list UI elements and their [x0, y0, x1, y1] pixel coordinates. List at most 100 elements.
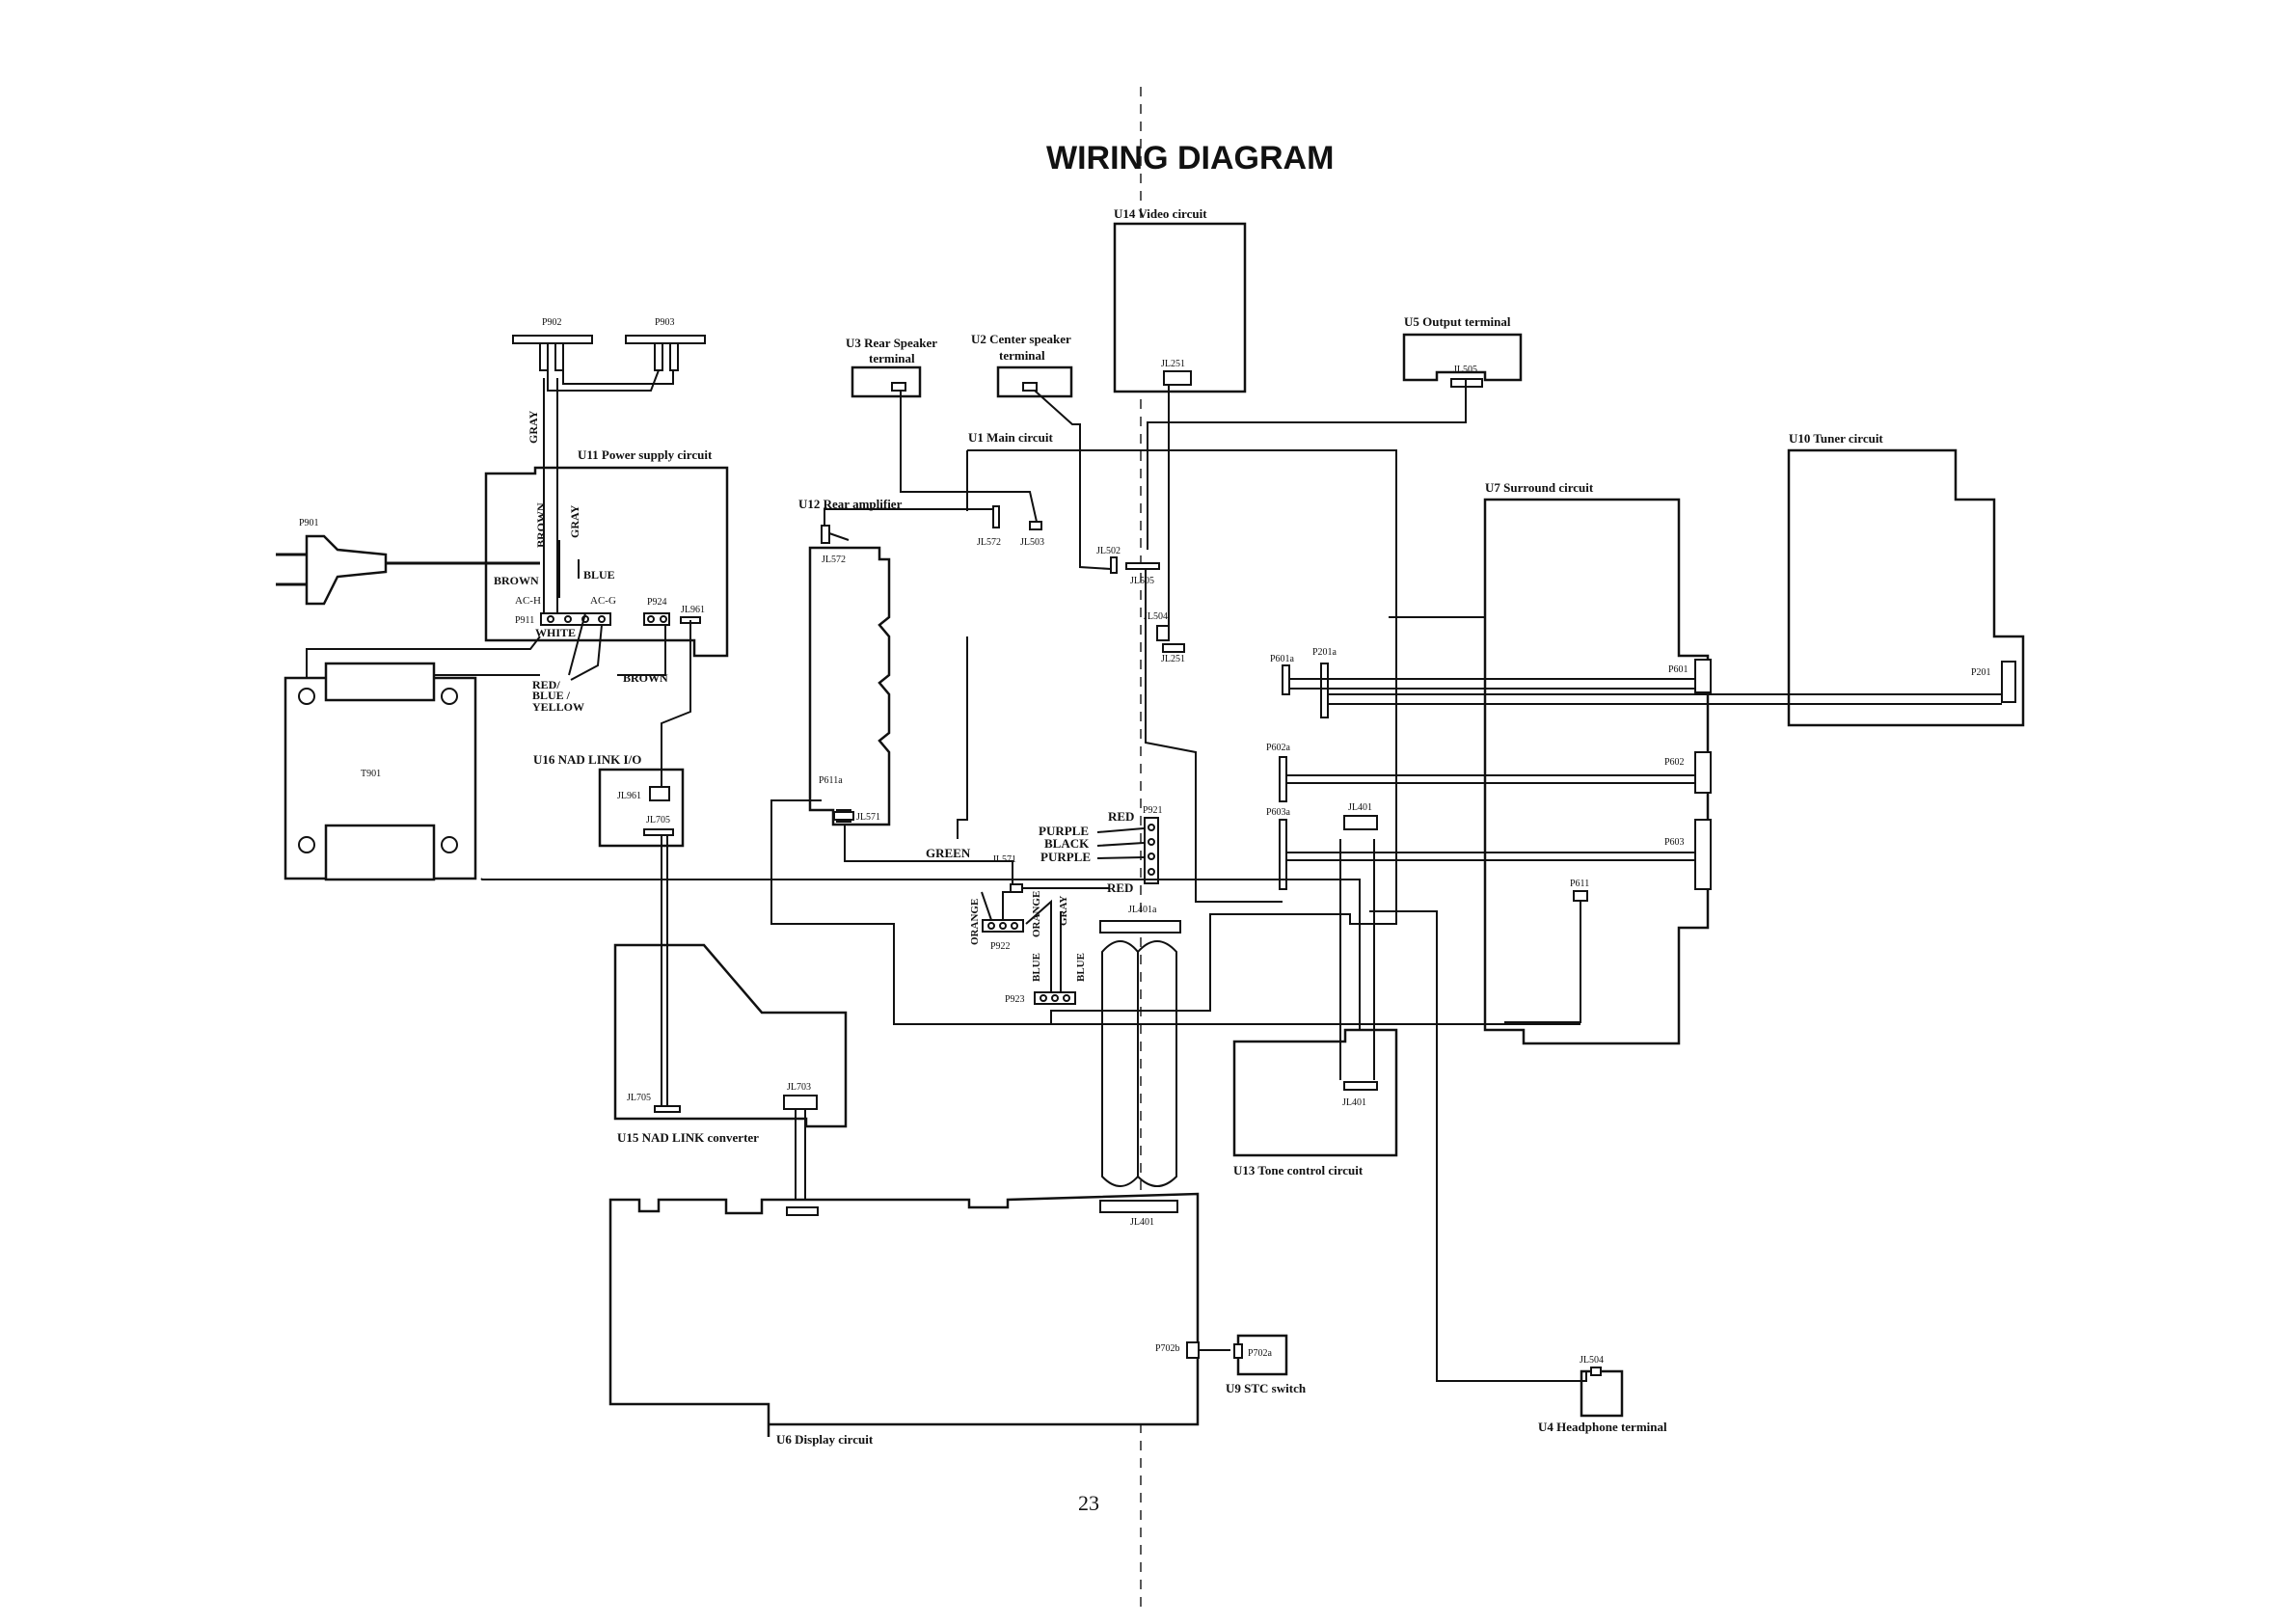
p603-connector — [1694, 819, 1712, 890]
p903-label: P903 — [655, 317, 675, 328]
p702b-connector — [1186, 1341, 1200, 1359]
jl505-label: JL505 — [1453, 365, 1477, 375]
wire-red-blue-yellow-3: YELLOW — [532, 700, 584, 714]
wire-brown-3: BROWN — [623, 671, 668, 685]
p611-connector — [1573, 890, 1588, 902]
p601-connector — [1694, 659, 1712, 693]
u5-label: U5 Output terminal — [1404, 314, 1511, 329]
wire-brown-2: BROWN — [494, 574, 539, 587]
wire-red-blue-yellow-2: BLUE / — [532, 689, 571, 702]
p903-connector: P903 — [625, 317, 706, 371]
page-number: 23 — [1078, 1491, 1099, 1515]
wire-blue-1: BLUE — [583, 568, 615, 582]
u13-tone-control-circuit: U13 Tone control circuit JL401 JL401 — [1232, 802, 1398, 1177]
p922-label: P922 — [990, 941, 1011, 952]
u13-label: U13 Tone control circuit — [1233, 1163, 1364, 1177]
p923-label: P923 — [1005, 994, 1025, 1005]
u3-label-line2: terminal — [869, 351, 915, 365]
u7-label: U7 Surround circuit — [1485, 480, 1594, 495]
u10-tuner-circuit: U10 Tuner circuit P201 — [1787, 431, 2025, 727]
wire-green: GREEN — [926, 846, 971, 860]
jl572-connector — [992, 505, 1000, 528]
jl961-label: JL961 — [681, 605, 705, 615]
p901-label: P901 — [299, 518, 319, 528]
jl503-label: JL503 — [1020, 537, 1044, 548]
wire-acg: AC-G — [590, 595, 616, 607]
p602a-label: P602a — [1266, 743, 1291, 753]
jl961b-connector — [649, 786, 670, 801]
jl703-connector — [783, 1095, 818, 1110]
jl504b-label: JL504 — [1580, 1355, 1604, 1366]
p602-label: P602 — [1664, 757, 1685, 768]
u16-label: U16 NAD LINK I/O — [533, 752, 641, 767]
jl572-label: JL572 — [977, 537, 1001, 548]
u12-label: U12 Rear amplifier — [798, 497, 903, 511]
u5-output-terminal: U5 Output terminal JL505 — [1402, 314, 1523, 388]
u6-display-circuit: U6 Display circuit P702b — [608, 1192, 1230, 1447]
jl401-label: JL401 — [1130, 1217, 1154, 1228]
p911-label: P911 — [515, 615, 534, 626]
jl504-label: JL504 — [1144, 611, 1168, 622]
jl505b-label: JL505 — [1130, 576, 1154, 586]
u14-video-circuit: U14 Video circuit JL251 — [1113, 206, 1247, 393]
jl251-mid-label: JL251 — [1161, 654, 1185, 664]
u4-label: U4 Headphone terminal — [1538, 1420, 1667, 1434]
p603-label: P603 — [1664, 837, 1685, 848]
jl401a-label: JL401a — [1128, 905, 1157, 915]
wire-gray-2: GRAY — [568, 504, 581, 538]
wire-blue-2: BLUE — [1031, 953, 1042, 982]
p601a-label: P601a — [1270, 654, 1295, 664]
jl705b-connector — [654, 1105, 681, 1113]
wire-ach: AC-H — [515, 595, 541, 607]
u11-power-supply-circuit: U11 Power supply circuit GRAY BROWN GRAY… — [484, 378, 729, 714]
u3-label-line1: U3 Rear Speaker — [846, 336, 937, 350]
p902-label: P902 — [542, 317, 562, 328]
u9-stc-switch: P702a U9 STC switch — [1226, 1334, 1307, 1395]
p702b-label: P702b — [1155, 1343, 1180, 1354]
jl251-mid-connector — [1162, 643, 1185, 653]
p601-label: P601 — [1668, 664, 1688, 675]
u14-label: U14 Video circuit — [1114, 206, 1207, 221]
wire-red-1: RED — [1108, 809, 1134, 824]
u4-headphone-terminal: JL504 U4 Headphone terminal — [1369, 910, 1667, 1434]
u16-nad-link-io: U16 NAD LINK I/O JL961 JL705 — [533, 620, 691, 848]
jl251-top-connector — [1163, 370, 1192, 386]
u9-label: U9 STC switch — [1226, 1381, 1307, 1395]
jl571-label: JL571 — [992, 854, 1016, 865]
p602-connector — [1694, 751, 1712, 794]
p901-plug: P901 — [276, 518, 540, 606]
jl961b-label: JL961 — [617, 791, 641, 801]
t901-transformer: T901 — [284, 636, 541, 881]
jl571b-connector — [833, 811, 854, 821]
u6-label: U6 Display circuit — [776, 1432, 874, 1447]
u7-surround-circuit: U7 Surround circuit P601 P602 P603 P611 — [1483, 480, 1712, 1045]
wire-purple-2: PURPLE — [1040, 850, 1091, 864]
u12-rear-amplifier: U12 Rear amplifier JL572 P611a JL571 — [798, 497, 993, 826]
wire-orange-1: ORANGE — [969, 899, 981, 945]
p924-label: P924 — [647, 597, 667, 608]
p201-connector — [2001, 661, 2016, 703]
p921-connector — [1144, 817, 1159, 884]
u1-main-circuit: U1 Main circuit JL572 JL503 JL502 JL505 … — [770, 430, 1397, 1025]
jl503-connector — [1029, 521, 1042, 530]
jl401c-label: JL401 — [1348, 802, 1372, 813]
jl401a-ribbon-cable: JL401a JL401 — [1099, 905, 1181, 1228]
jl502-label: JL502 — [1096, 546, 1121, 556]
jl251-top-label: JL251 — [1161, 359, 1185, 369]
wire-gray-3: GRAY — [1058, 896, 1069, 926]
jl705-connector — [643, 828, 674, 836]
wire-red-blue-yellow-1: RED/ — [532, 678, 560, 691]
u2-label-line1: U2 Center speaker — [971, 332, 1071, 346]
p603a-connector: P603a — [1266, 807, 1291, 890]
jl505b-connector — [1125, 562, 1160, 570]
u15-label: U15 NAD LINK converter — [617, 1130, 759, 1145]
jl705-label: JL705 — [646, 815, 670, 826]
wire-purple-1: PURPLE — [1039, 824, 1089, 838]
p611a-label: P611a — [819, 775, 843, 786]
t901-label: T901 — [361, 769, 381, 779]
jl703-label: JL703 — [787, 1082, 811, 1093]
jl401b-label: JL401 — [1342, 1097, 1366, 1108]
jl504b-connector — [1590, 1367, 1602, 1376]
p602a-connector: P602a — [1266, 743, 1291, 802]
u10-label: U10 Tuner circuit — [1789, 431, 1883, 446]
